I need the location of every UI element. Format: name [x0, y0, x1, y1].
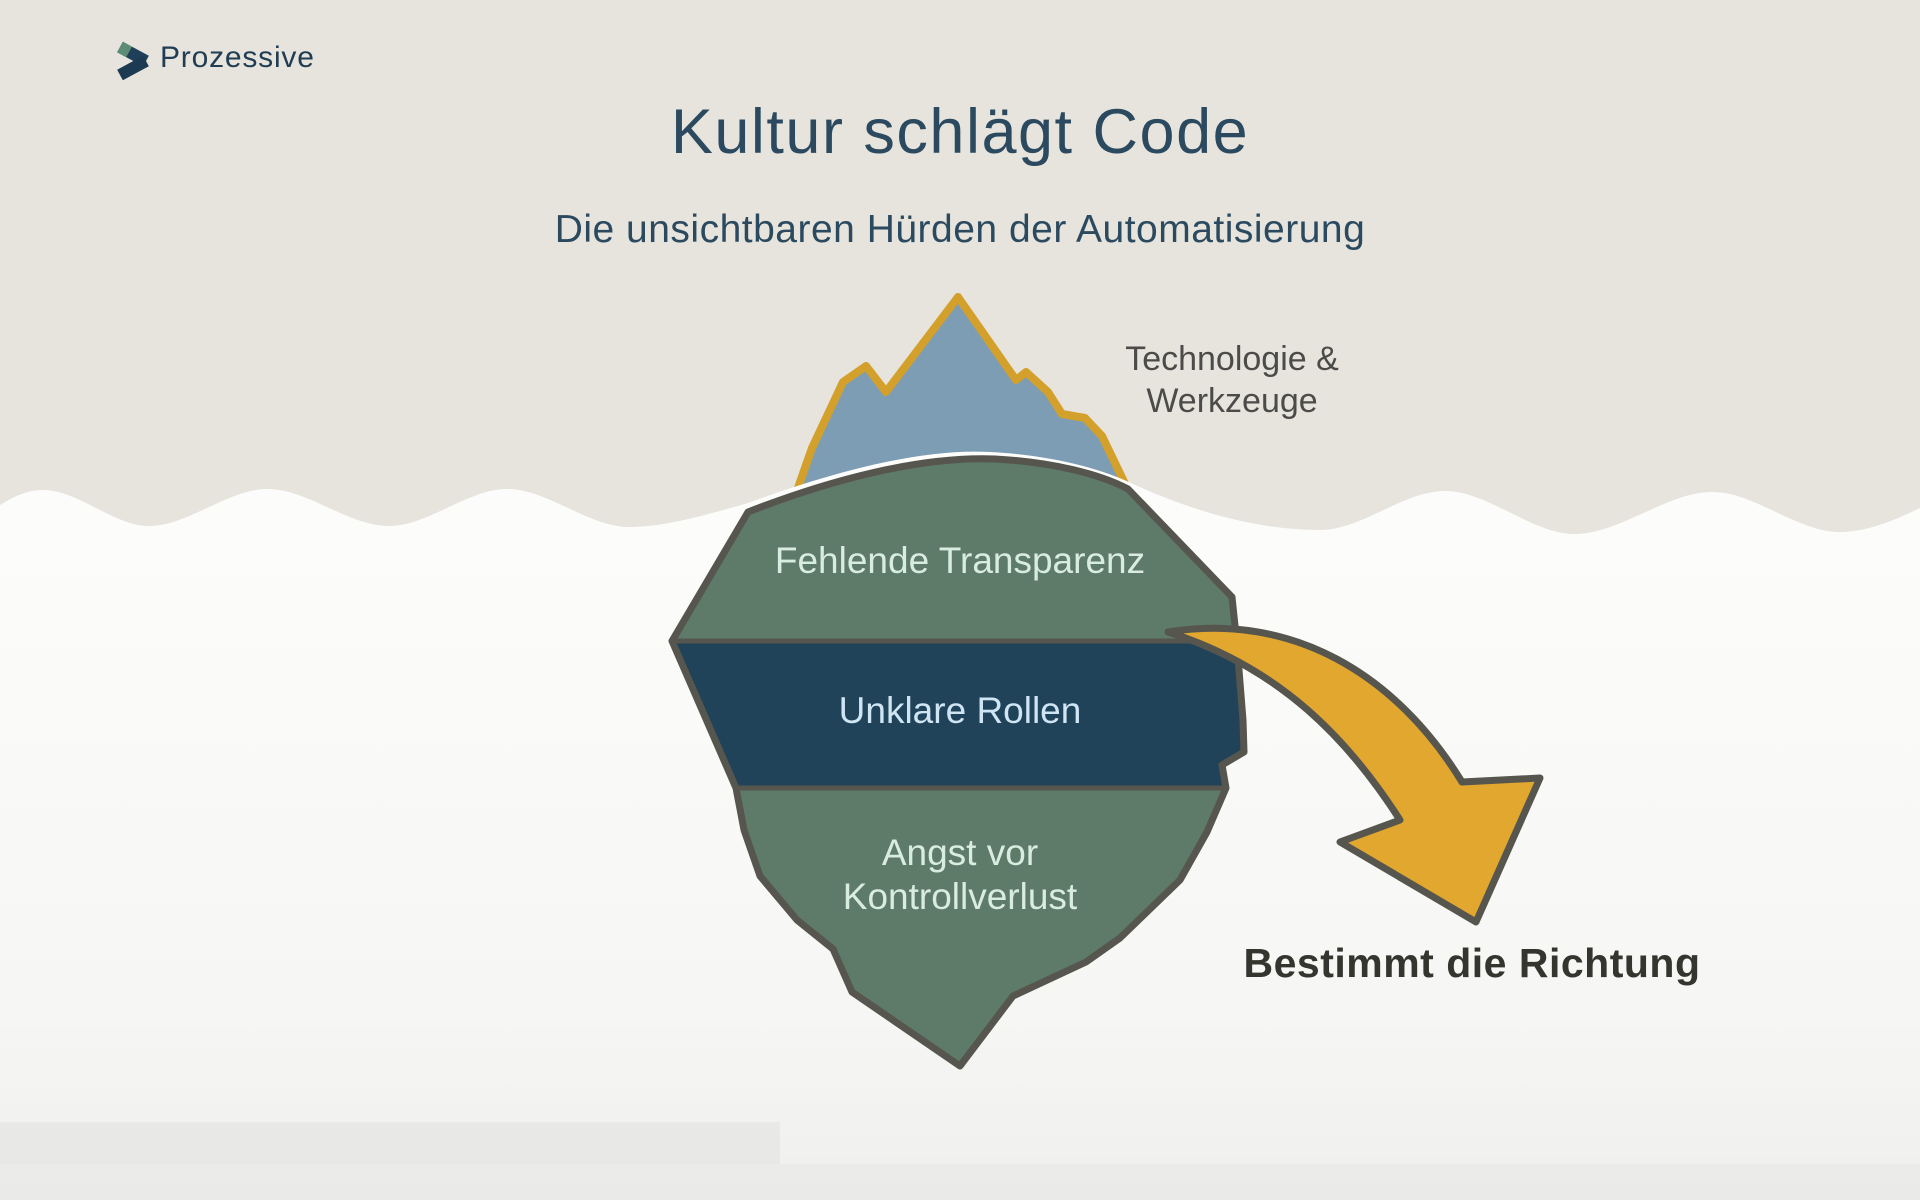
- label-unclear-roles: Unklare Rollen: [838, 690, 1082, 731]
- logo-text: Prozessive: [160, 41, 315, 74]
- label-technology-tools: Technologie & Werkzeuge: [1125, 338, 1339, 422]
- logo: Prozessive: [112, 36, 315, 80]
- iceberg-outline: [668, 455, 1248, 1070]
- label-fear-of-losing-control: Angst vor Kontrollverlust: [843, 831, 1077, 919]
- slide-subtitle: Die unsichtbaren Hürden der Automatisier…: [554, 208, 1366, 251]
- logo-chevron-icon: [117, 41, 149, 80]
- label-missing-transparency: Fehlende Transparenz: [774, 540, 1146, 581]
- label-technology-tools-line1: Technologie &: [1125, 340, 1339, 378]
- iceberg-tip: [789, 293, 1139, 510]
- label-fear-line2: Kontrollverlust: [842, 876, 1078, 917]
- direction-arrow: [1164, 624, 1544, 926]
- water-streak: [0, 1122, 780, 1164]
- slide-title: Kultur schlägt Code: [670, 97, 1250, 167]
- arrow-caption: Bestimmt die Richtung: [1243, 940, 1701, 986]
- water-streak: [0, 1164, 1920, 1200]
- iceberg-middle-band: [672, 638, 1244, 791]
- label-fear-line1: Angst vor: [881, 832, 1039, 873]
- label-technology-tools-line2: Werkzeuge: [1146, 382, 1318, 420]
